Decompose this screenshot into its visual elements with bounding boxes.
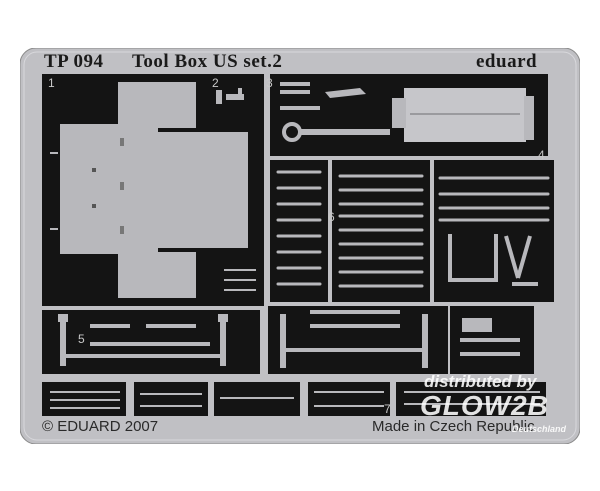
part-4-tray — [392, 88, 534, 142]
small-wrenches — [224, 269, 256, 291]
brand-label: eduard — [476, 51, 538, 72]
part-number-5: 5 — [78, 332, 85, 346]
origin-label: Made in Czech Republic — [372, 418, 535, 435]
fret-title: Tool Box US set.2 — [132, 51, 283, 72]
part-number-2: 2 — [212, 76, 219, 90]
part-3-tools — [280, 82, 390, 142]
watermark-subtitle: Deutschland — [512, 424, 567, 434]
fret-code: TP 094 — [44, 51, 104, 72]
bottom-tools — [50, 391, 540, 409]
part-number-4: 4 — [538, 148, 545, 162]
watermark-logo: GLOW2B — [420, 390, 549, 421]
part-1-toolbox — [50, 82, 248, 298]
part-5-tools — [58, 314, 228, 366]
part-number-7: 7 — [384, 402, 391, 416]
part-number-6: 6 — [328, 210, 335, 224]
watermark-distributed-by: distributed by — [424, 372, 537, 391]
part-number-3: 3 — [266, 76, 273, 90]
photo-etch-fret — [20, 48, 580, 444]
bar-tools — [280, 310, 520, 368]
part-number-1: 1 — [48, 76, 55, 90]
part-6-wrenches — [276, 170, 550, 288]
part-2-latch — [216, 88, 244, 104]
hacksaw-frames — [448, 234, 538, 286]
copyright-label: © EDUARD 2007 — [42, 418, 159, 435]
